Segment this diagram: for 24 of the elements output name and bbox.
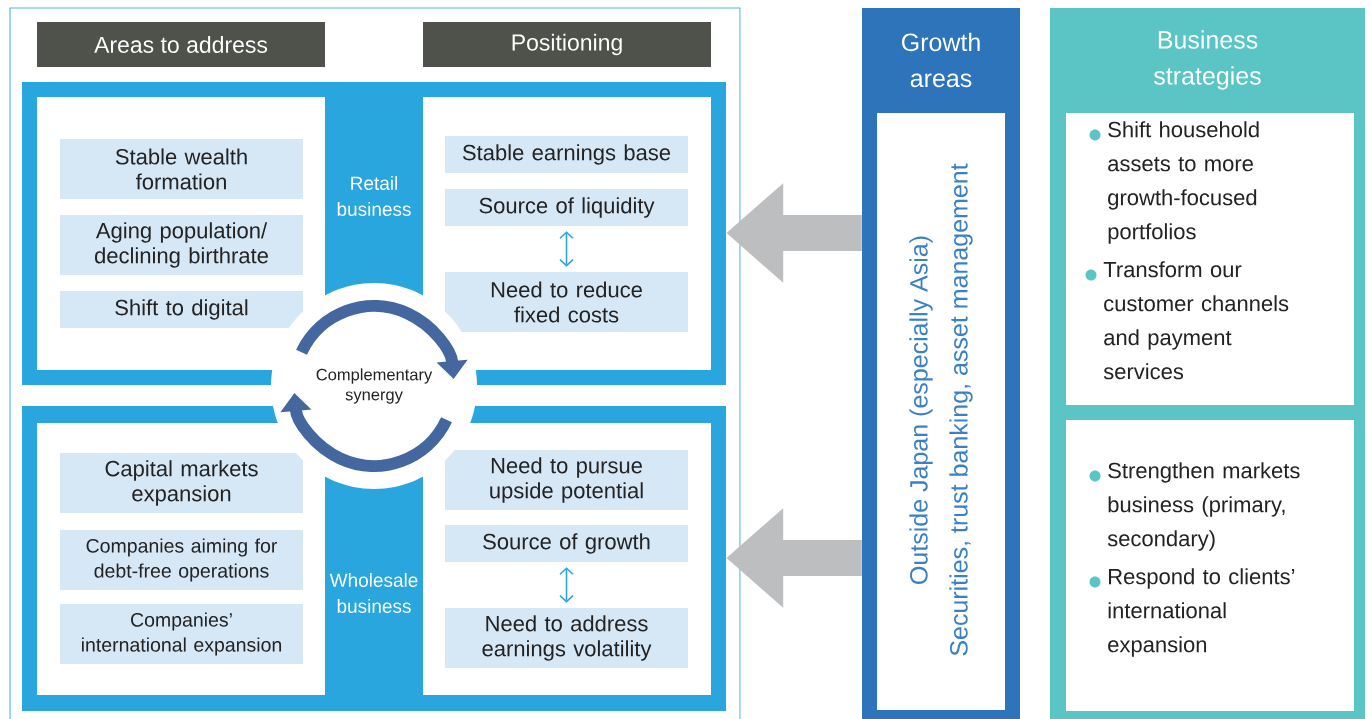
item-box: Stable wealth formation: [60, 139, 303, 199]
strategy-box: [1066, 113, 1354, 405]
column-header: Areas to address: [37, 22, 325, 67]
item-box: Need to pursue upside potential: [445, 450, 688, 510]
synergy-cycle: Complementary synergy: [271, 283, 477, 489]
item-box: Capital markets expansion: [60, 453, 303, 513]
item-box: Stable earnings base: [445, 136, 688, 173]
column-header: Positioning: [423, 22, 711, 67]
item-box: Need to address earnings volatility: [445, 608, 688, 668]
growth-area-box: Outside Japan (especially Asia) Securities, trust banking, asset management: [877, 113, 1005, 710]
bullet-item: Respond to clients’ international expansion: [1089, 568, 1295, 657]
arrow: [559, 231, 574, 267]
bullet-item: Strengthen markets business (primary, secondary): [1089, 462, 1300, 551]
strategy-box: [1066, 420, 1354, 711]
arrow: [559, 567, 574, 603]
item-box: Need to reduce fixed costs: [445, 272, 688, 332]
item-box: Aging population/ declining birthrate: [60, 215, 303, 275]
item-box: Shift to digital: [60, 291, 303, 328]
item-box: Source of liquidity: [445, 189, 688, 226]
bullet-item: Shift household assets to more growth-focused portfolios: [1089, 121, 1259, 244]
bullet-item: Transform our customer channels and payment services: [1085, 261, 1289, 380]
item-box: Source of growth: [445, 525, 688, 562]
item-box: Companies aiming for debt-free operations: [60, 530, 303, 590]
item-box: Companies’ international expansion: [60, 604, 303, 664]
